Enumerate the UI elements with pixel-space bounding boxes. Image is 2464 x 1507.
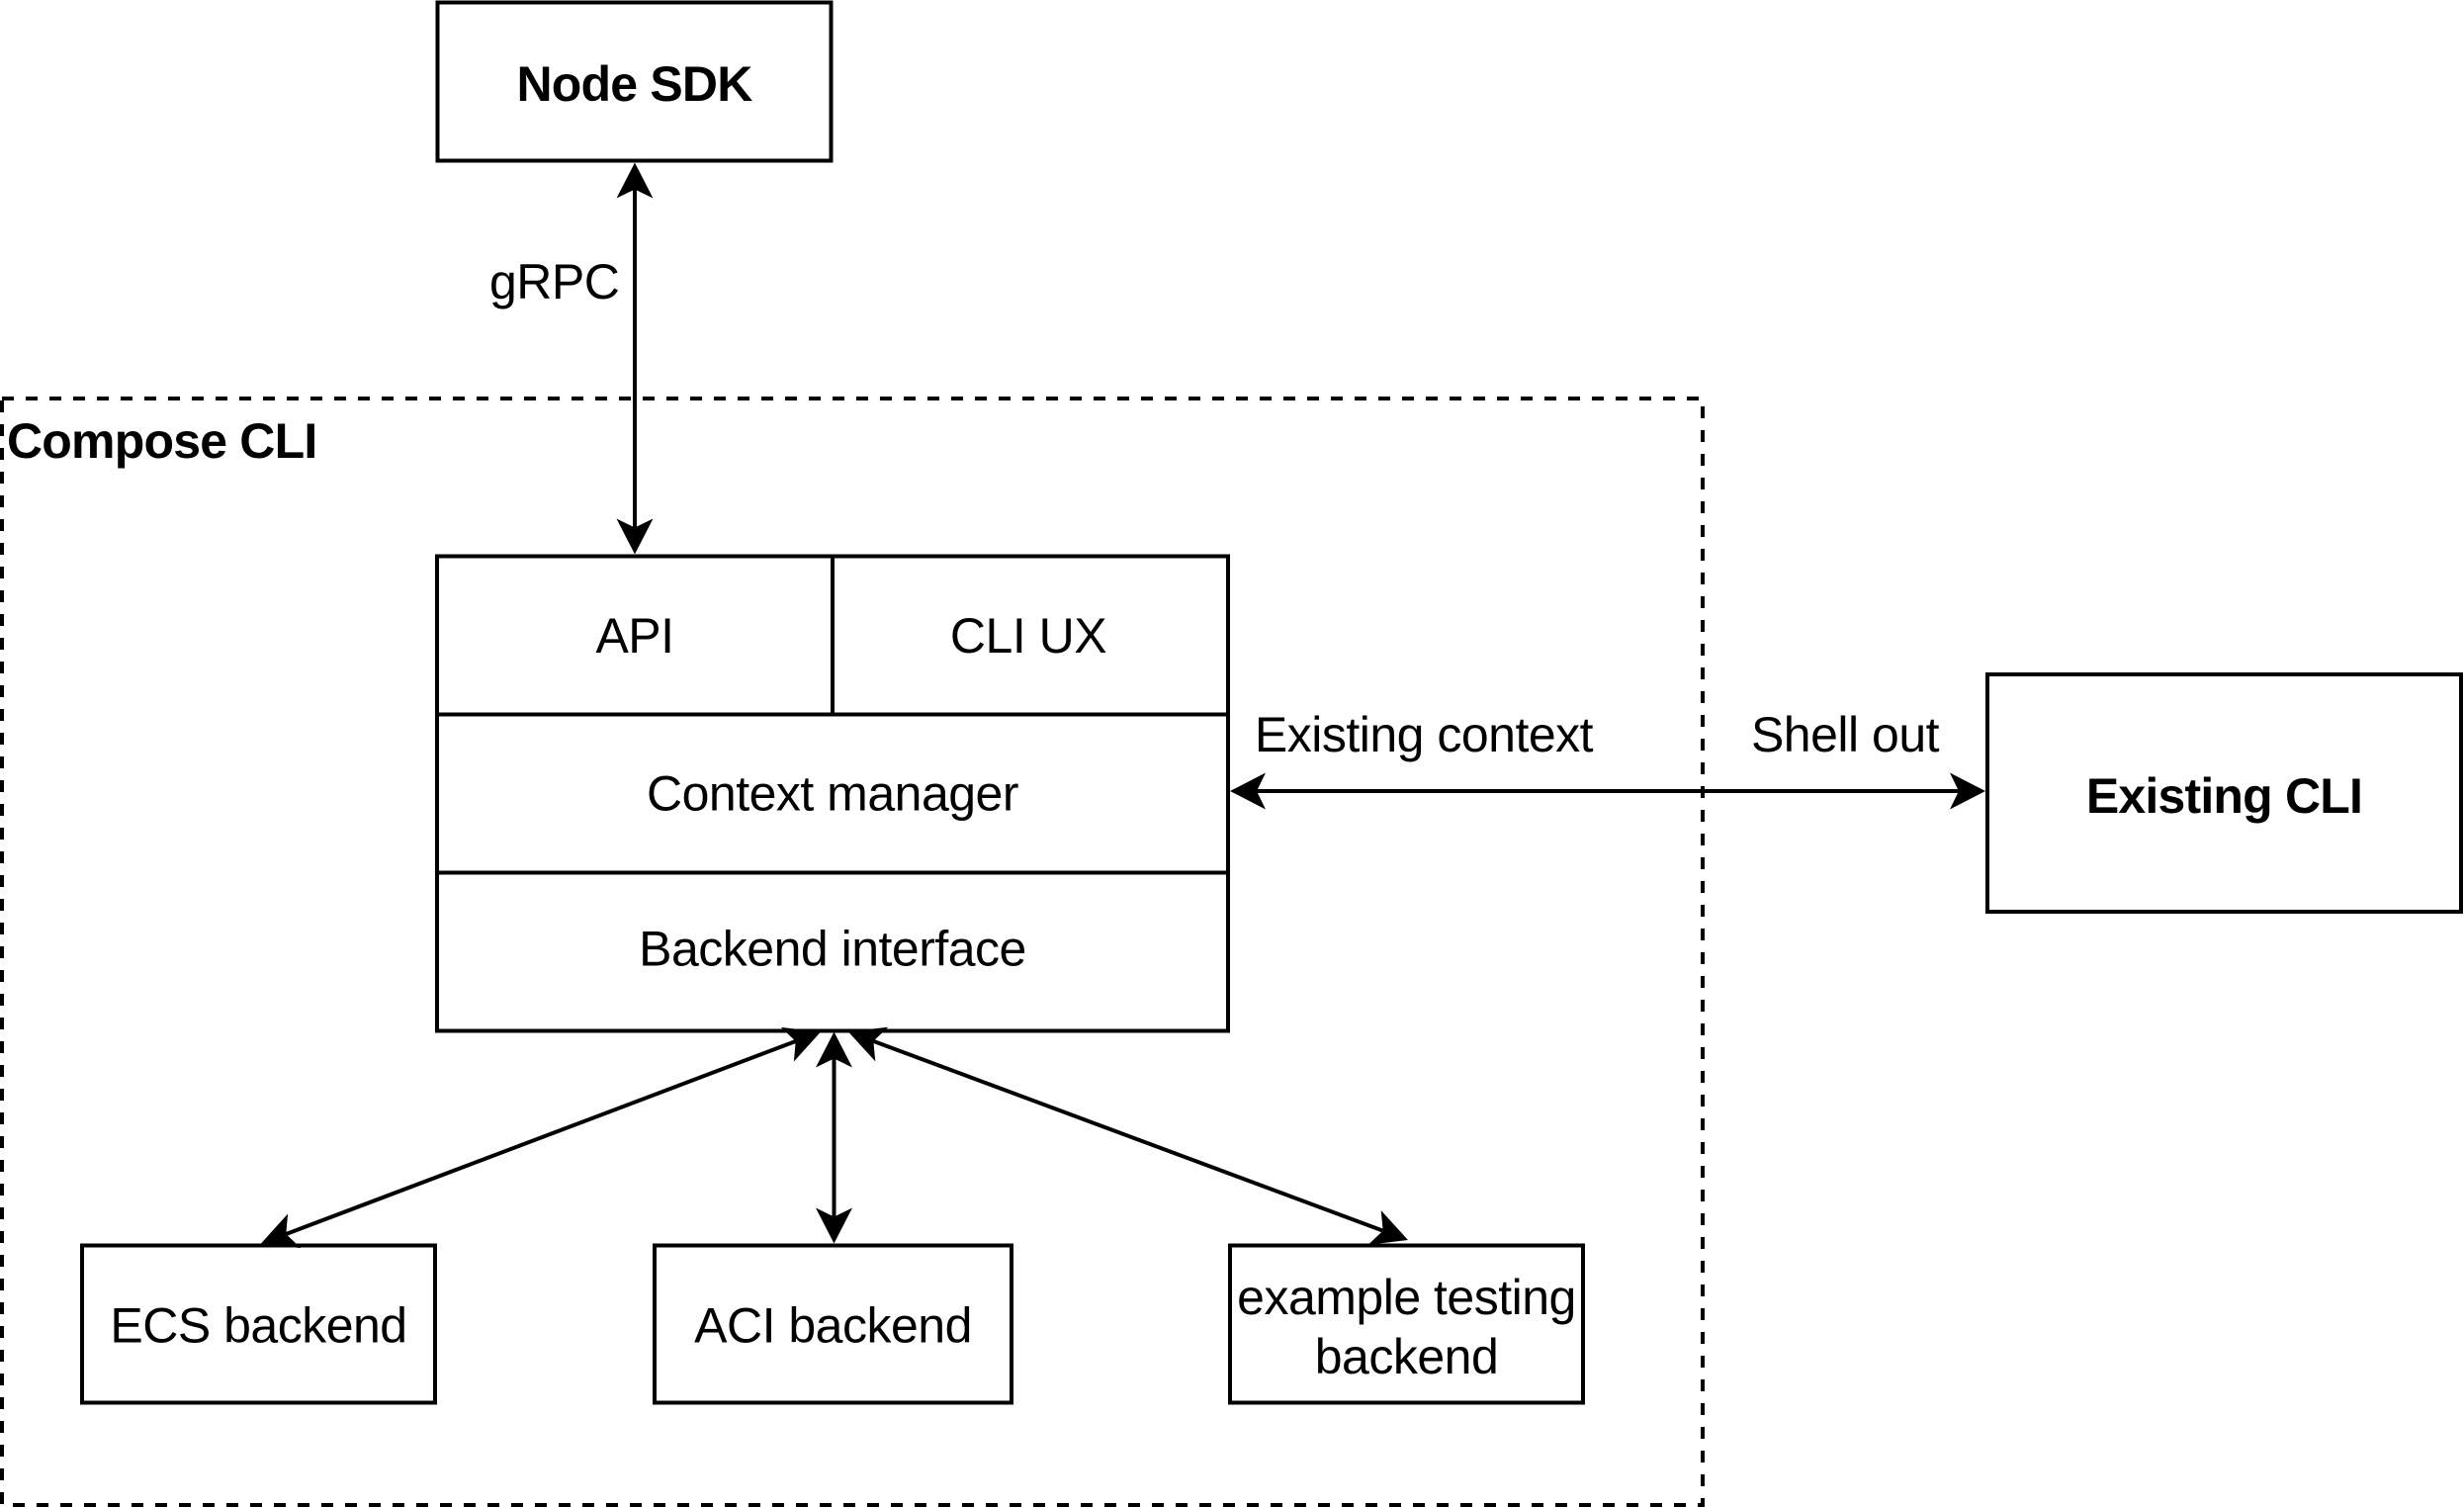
svg-text:Node SDK: Node SDK [516, 56, 752, 112]
svg-text:CLI UX: CLI UX [950, 608, 1106, 664]
svg-text:ECS backend: ECS backend [110, 1298, 406, 1354]
svg-text:Shell out: Shell out [1751, 707, 1940, 762]
svg-text:ACI backend: ACI backend [694, 1298, 972, 1354]
svg-text:backend: backend [1315, 1329, 1499, 1384]
svg-text:Compose CLI: Compose CLI [7, 413, 316, 469]
svg-text:Existing context: Existing context [1255, 707, 1594, 762]
svg-text:Backend interface: Backend interface [639, 922, 1026, 977]
svg-text:example testing: example testing [1237, 1270, 1576, 1325]
svg-text:Context manager: Context manager [647, 766, 1018, 822]
svg-text:API: API [595, 608, 673, 664]
svg-text:Existing CLI: Existing CLI [2086, 768, 2362, 824]
svg-text:gRPC: gRPC [489, 254, 619, 310]
